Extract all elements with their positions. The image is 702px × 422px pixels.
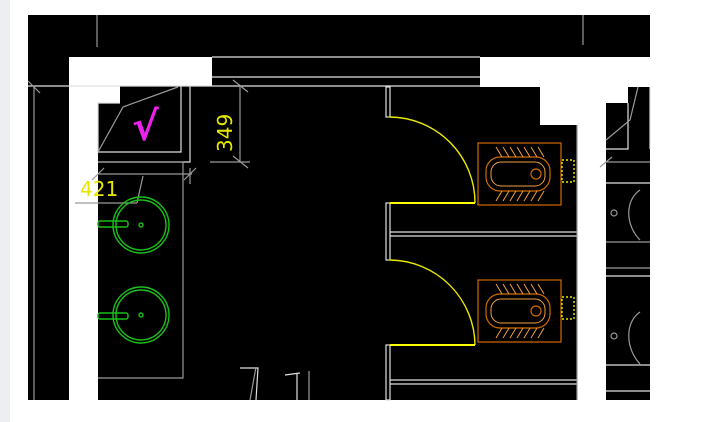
- squat-toilet-1: [477, 142, 575, 206]
- wall-lines: [27, 15, 584, 400]
- walls: [69, 57, 650, 400]
- squat-toilet-2: [477, 279, 575, 343]
- dimension-421: [75, 167, 197, 204]
- check-mark: √: [132, 104, 159, 150]
- vanity-counter: [97, 86, 191, 379]
- urinal-area: [599, 86, 651, 392]
- stall-door-1: [389, 116, 476, 204]
- dimension-349: [210, 79, 250, 169]
- left-scroll-strip: [0, 0, 10, 422]
- stall-door-2: [389, 259, 476, 346]
- room-label-partial: [240, 366, 310, 401]
- dimension-text-349: 349: [213, 114, 237, 152]
- sink-1: [97, 196, 170, 254]
- stall-partitions: [385, 86, 578, 401]
- sink-2: [97, 286, 170, 344]
- dimension-text-421: 421: [80, 177, 118, 201]
